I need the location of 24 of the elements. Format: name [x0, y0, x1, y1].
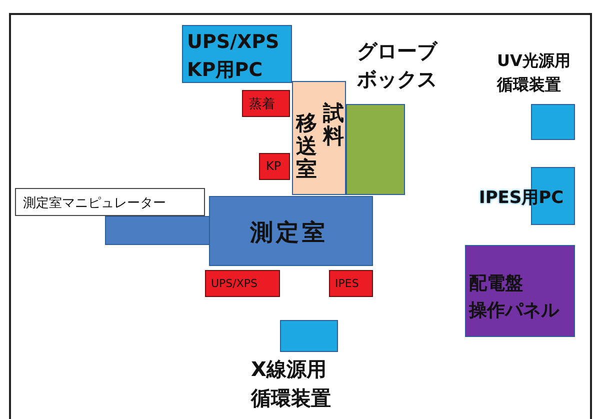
ipes-port	[329, 270, 373, 297]
node-label: 移送室	[296, 112, 317, 182]
node-label: 配電盤	[469, 272, 523, 295]
node-label: UPS/XPS	[211, 277, 258, 290]
node-label: 測定室	[250, 219, 328, 248]
node-label: 測定室マニピュレーター	[23, 195, 166, 212]
transfer-chamber-box	[292, 81, 346, 195]
deposition-port	[242, 90, 290, 117]
node-label: 蒸着	[249, 96, 275, 113]
node-label: UPS/XPS KP用PC	[187, 30, 280, 83]
node-label: グローブボックス	[357, 38, 439, 93]
node-label: 操作パネル	[469, 299, 559, 322]
manipulator-bar	[105, 216, 210, 245]
manipulator-label-box	[15, 188, 205, 216]
node-label: UV光源用循環装置	[497, 50, 572, 96]
control-panel-box	[465, 245, 575, 337]
node-label: IPES	[335, 277, 359, 290]
ups-xps-port	[205, 270, 280, 297]
node-label: KP	[266, 159, 282, 173]
pc-box	[182, 25, 292, 83]
node-label: X線源用循環装置	[251, 356, 332, 412]
node-label: 試料	[323, 102, 344, 148]
measurement-chamber-box	[209, 196, 373, 266]
kp-port	[259, 153, 290, 180]
